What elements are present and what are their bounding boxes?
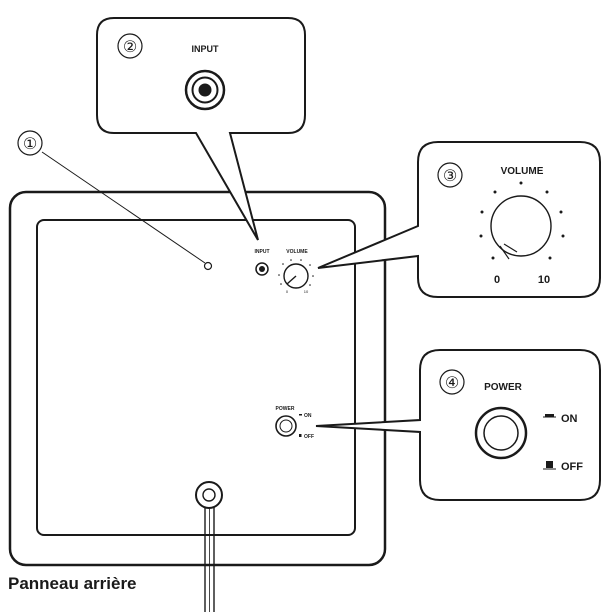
panel-volume-ticks bbox=[278, 259, 314, 286]
zoom-volume-knob bbox=[490, 195, 552, 257]
zoom-on-symbol bbox=[545, 414, 554, 417]
panel-on-label: ON bbox=[304, 413, 312, 419]
callout-2-circle bbox=[117, 33, 143, 59]
callout-1-leader bbox=[41, 151, 206, 264]
panel-volume-pointer bbox=[286, 275, 297, 285]
panel-input-jack-center bbox=[259, 266, 265, 272]
callout-1-circle bbox=[17, 130, 43, 156]
panel-on-symbol bbox=[299, 414, 302, 416]
zoom-input-jack-center bbox=[198, 83, 212, 97]
zoom-input-bubble bbox=[96, 17, 306, 241]
callout-2-number: ② bbox=[123, 39, 137, 56]
zoom-off-symbol bbox=[546, 461, 553, 468]
cabinet-inner bbox=[36, 219, 356, 536]
zoom-volume-min: 0 bbox=[494, 274, 500, 286]
panel-volume-min: 0 bbox=[286, 289, 289, 294]
panel-off-label: OFF bbox=[304, 434, 314, 440]
zoom-volume-ticks bbox=[479, 181, 565, 260]
panel-power-label: POWER bbox=[276, 406, 295, 412]
cable-grommet-inner bbox=[202, 488, 216, 502]
caption: Panneau arrière bbox=[8, 574, 137, 593]
callout-4-circle bbox=[439, 369, 465, 395]
zoom-power-button-inner bbox=[483, 415, 519, 451]
power-cable bbox=[204, 500, 215, 612]
zoom-volume-label: VOLUME bbox=[501, 166, 544, 177]
zoom-on-label: ON bbox=[561, 413, 578, 425]
callout-1-number: ① bbox=[23, 136, 37, 153]
zoom-input-label: INPUT bbox=[192, 44, 220, 54]
zoom-power-label: POWER bbox=[484, 382, 523, 393]
zoom-off-label: OFF bbox=[561, 461, 583, 473]
zoom-volume-pointer-line bbox=[503, 243, 518, 253]
zoom-volume-pointer bbox=[499, 245, 510, 260]
callout-3-number: ③ bbox=[443, 168, 457, 185]
zoom-power-bubble bbox=[315, 349, 601, 501]
panel-power-button-inner bbox=[279, 419, 293, 433]
panel-off-symbol bbox=[299, 434, 302, 437]
callout-3-circle bbox=[437, 162, 463, 188]
zoom-volume-max: 10 bbox=[538, 274, 550, 286]
callout-4-number: ④ bbox=[445, 375, 459, 392]
panel-volume-label: VOLUME bbox=[286, 249, 308, 255]
panel-input-label: INPUT bbox=[255, 249, 270, 255]
zoom-volume-bubble bbox=[317, 141, 601, 298]
rear-hole bbox=[203, 261, 213, 271]
panel-volume-max: 10 bbox=[304, 289, 309, 294]
